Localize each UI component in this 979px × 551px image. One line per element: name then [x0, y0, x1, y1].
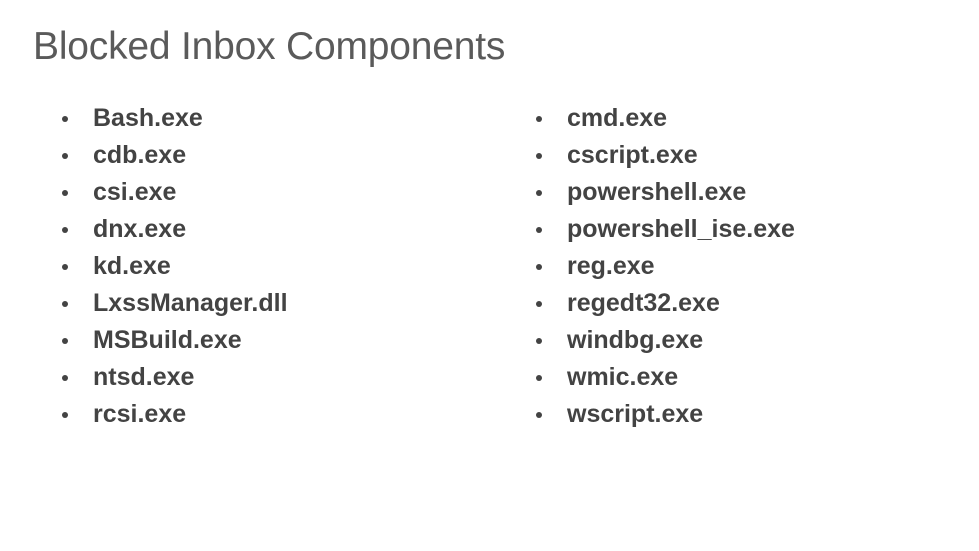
list-item-label: csi.exe — [93, 178, 177, 206]
list-item[interactable]: rcsi.exe — [55, 396, 498, 433]
list-item[interactable]: csi.exe — [55, 174, 498, 211]
list-item-label: cscript.exe — [567, 141, 698, 169]
right-column: cmd.exe cscript.exe powershell.exe power… — [498, 100, 979, 433]
list-item-label: kd.exe — [93, 252, 171, 280]
list-item-label: wmic.exe — [567, 363, 679, 391]
list-item-label: dnx.exe — [93, 215, 187, 243]
list-item-label: powershell.exe — [567, 178, 747, 206]
bullet-icon — [536, 375, 542, 381]
list-item[interactable]: cscript.exe — [529, 137, 979, 174]
list-item-label: LxssManager.dll — [93, 289, 288, 317]
bullet-icon — [536, 264, 542, 270]
list-item[interactable]: reg.exe — [529, 248, 979, 285]
list-item[interactable]: cmd.exe — [529, 100, 979, 137]
list-item-label: powershell_ise.exe — [567, 215, 795, 243]
list-item-label: cdb.exe — [93, 141, 187, 169]
list-item-label: wscript.exe — [567, 400, 704, 428]
list-item-label: windbg.exe — [567, 326, 704, 354]
list-item-label: ntsd.exe — [93, 363, 195, 391]
right-column-list: cmd.exe cscript.exe powershell.exe power… — [529, 100, 979, 433]
bullet-icon — [62, 338, 68, 344]
list-item[interactable]: LxssManager.dll — [55, 285, 498, 322]
bullet-icon — [536, 338, 542, 344]
left-column: Bash.exe cdb.exe csi.exe dnx.exe kd.exe — [0, 100, 498, 433]
list-item-label: cmd.exe — [567, 104, 668, 132]
list-item-label: Bash.exe — [93, 104, 203, 132]
list-item[interactable]: powershell.exe — [529, 174, 979, 211]
bullet-icon — [536, 301, 542, 307]
bullet-icon — [536, 227, 542, 233]
list-item[interactable]: kd.exe — [55, 248, 498, 285]
list-item[interactable]: windbg.exe — [529, 322, 979, 359]
bullet-icon — [62, 375, 68, 381]
list-item[interactable]: regedt32.exe — [529, 285, 979, 322]
list-item[interactable]: powershell_ise.exe — [529, 211, 979, 248]
bullet-icon — [62, 116, 68, 122]
left-column-list: Bash.exe cdb.exe csi.exe dnx.exe kd.exe — [55, 100, 498, 433]
list-item[interactable]: dnx.exe — [55, 211, 498, 248]
list-item[interactable]: cdb.exe — [55, 137, 498, 174]
bullet-icon — [62, 190, 68, 196]
bullet-icon — [536, 412, 542, 418]
list-item-label: rcsi.exe — [93, 400, 187, 428]
list-item-label: MSBuild.exe — [93, 326, 242, 354]
list-item[interactable]: Bash.exe — [55, 100, 498, 137]
list-item[interactable]: MSBuild.exe — [55, 322, 498, 359]
list-item[interactable]: ntsd.exe — [55, 359, 498, 396]
list-item-label: regedt32.exe — [567, 289, 720, 317]
content-columns: Bash.exe cdb.exe csi.exe dnx.exe kd.exe — [0, 100, 979, 433]
bullet-icon — [62, 227, 68, 233]
bullet-icon — [62, 264, 68, 270]
bullet-icon — [536, 153, 542, 159]
bullet-icon — [62, 301, 68, 307]
bullet-icon — [536, 116, 542, 122]
bullet-icon — [62, 412, 68, 418]
list-item[interactable]: wmic.exe — [529, 359, 979, 396]
list-item-label: reg.exe — [567, 252, 655, 280]
bullet-icon — [536, 190, 542, 196]
bullet-icon — [62, 153, 68, 159]
list-item[interactable]: wscript.exe — [529, 396, 979, 433]
page-title: Blocked Inbox Components — [33, 25, 506, 68]
